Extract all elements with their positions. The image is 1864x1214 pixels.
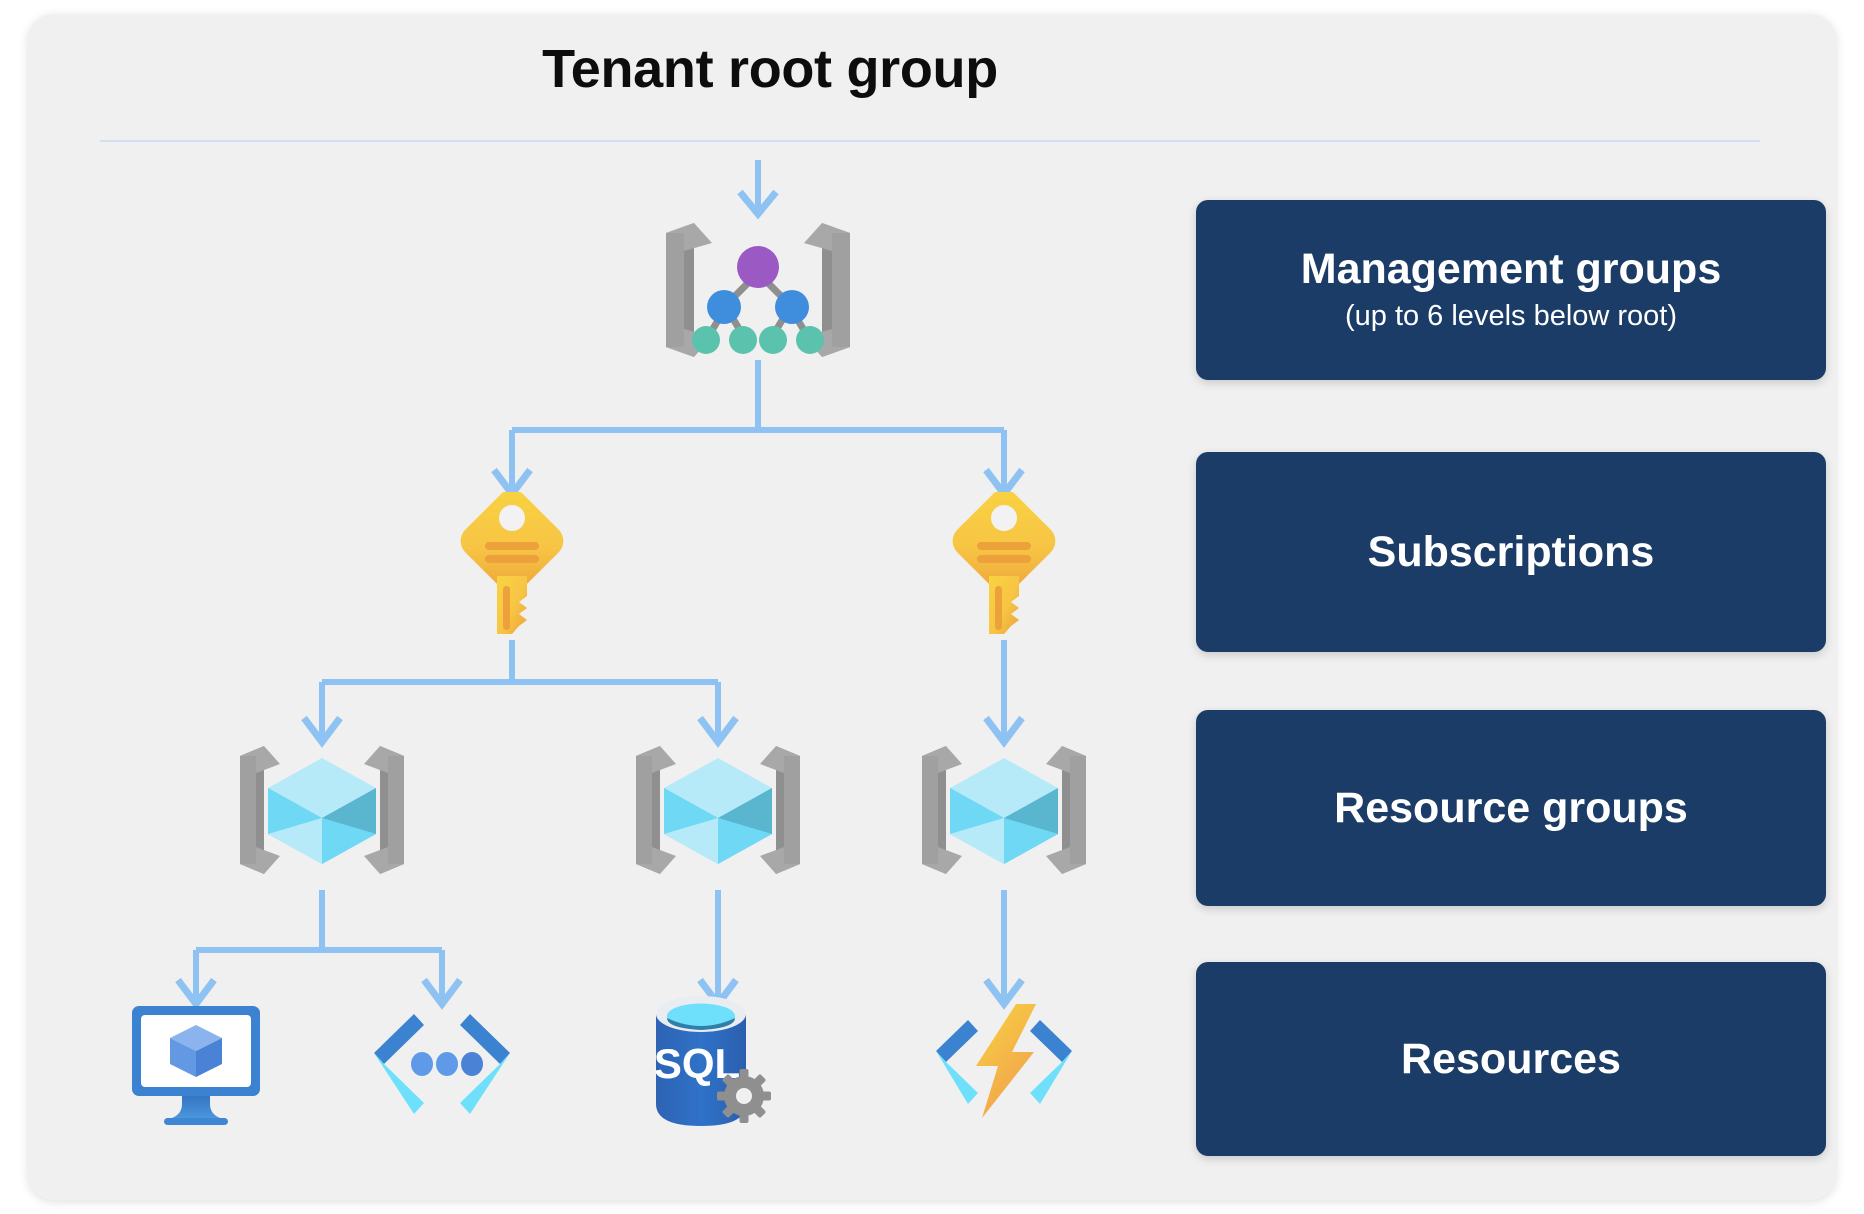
app-service-icon bbox=[374, 1014, 510, 1114]
sql-database-icon: SQL bbox=[654, 996, 771, 1126]
node-subscription-left[interactable] bbox=[457, 492, 567, 642]
legend-title: Subscriptions bbox=[1367, 527, 1655, 576]
node-resource-group-3[interactable] bbox=[912, 740, 1096, 880]
legend-card-resources[interactable]: Resources bbox=[1196, 962, 1826, 1156]
function-app-icon bbox=[936, 1004, 1072, 1118]
key-icon bbox=[952, 492, 1056, 634]
title-divider bbox=[100, 140, 1760, 142]
key-icon bbox=[460, 492, 564, 634]
resource-group-icon bbox=[240, 746, 404, 874]
node-management-group[interactable] bbox=[650, 215, 866, 365]
legend-card-management-groups[interactable]: Management groups (up to 6 levels below … bbox=[1196, 200, 1826, 380]
legend-title: Resources bbox=[1401, 1034, 1621, 1083]
virtual-machine-icon bbox=[132, 1006, 260, 1125]
node-resource-sql-database[interactable]: SQL bbox=[648, 992, 778, 1132]
management-group-icon bbox=[666, 223, 850, 357]
node-subscription-right[interactable] bbox=[949, 492, 1059, 642]
legend-subtitle: (up to 6 levels below root) bbox=[1344, 299, 1678, 332]
page-title: Tenant root group bbox=[542, 39, 998, 99]
node-resource-virtual-machine[interactable] bbox=[126, 1000, 266, 1128]
resource-group-icon bbox=[922, 746, 1086, 874]
legend-card-resource-groups[interactable]: Resource groups bbox=[1196, 710, 1826, 906]
legend-card-subscriptions[interactable]: Subscriptions bbox=[1196, 452, 1826, 652]
node-resource-app-service[interactable] bbox=[362, 1008, 522, 1120]
node-resource-group-1[interactable] bbox=[230, 740, 414, 880]
legend-title: Management groups bbox=[1300, 245, 1722, 294]
resource-group-icon bbox=[636, 746, 800, 874]
node-resource-function-app[interactable] bbox=[924, 1000, 1084, 1122]
legend-title: Resource groups bbox=[1334, 783, 1688, 832]
node-resource-group-2[interactable] bbox=[626, 740, 810, 880]
